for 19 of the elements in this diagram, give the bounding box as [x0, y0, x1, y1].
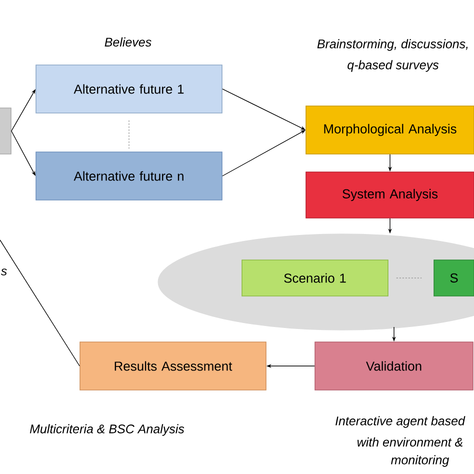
- note-text: Interactive agent based: [336, 416, 466, 428]
- process-box: Morphological Analysis: [306, 106, 474, 154]
- process-box: Alternative future 1: [36, 64, 222, 114]
- scenario-box: Scenario 1: [242, 260, 388, 296]
- connector-line: [0, 240, 80, 366]
- note-text: Multicriteria & BSC Analysis: [30, 424, 184, 436]
- process-box: Validation: [314, 342, 474, 390]
- box-shape: [0, 108, 12, 154]
- note-text: with environment &: [357, 437, 462, 447]
- process-box: System Analysis: [306, 172, 474, 218]
- note-text: q-based surveys: [348, 60, 439, 72]
- process-box: Alternative future n: [36, 152, 222, 200]
- note-text: Brainstorming, discussions,: [317, 39, 468, 51]
- note-text: Believes: [104, 37, 152, 47]
- ellipsis-line: [128, 120, 130, 149]
- process-box: Results Assessment: [80, 342, 266, 390]
- note-text: s: [0, 268, 7, 276]
- note-text: monitoring: [391, 455, 450, 467]
- scenario-box: S: [434, 260, 474, 296]
